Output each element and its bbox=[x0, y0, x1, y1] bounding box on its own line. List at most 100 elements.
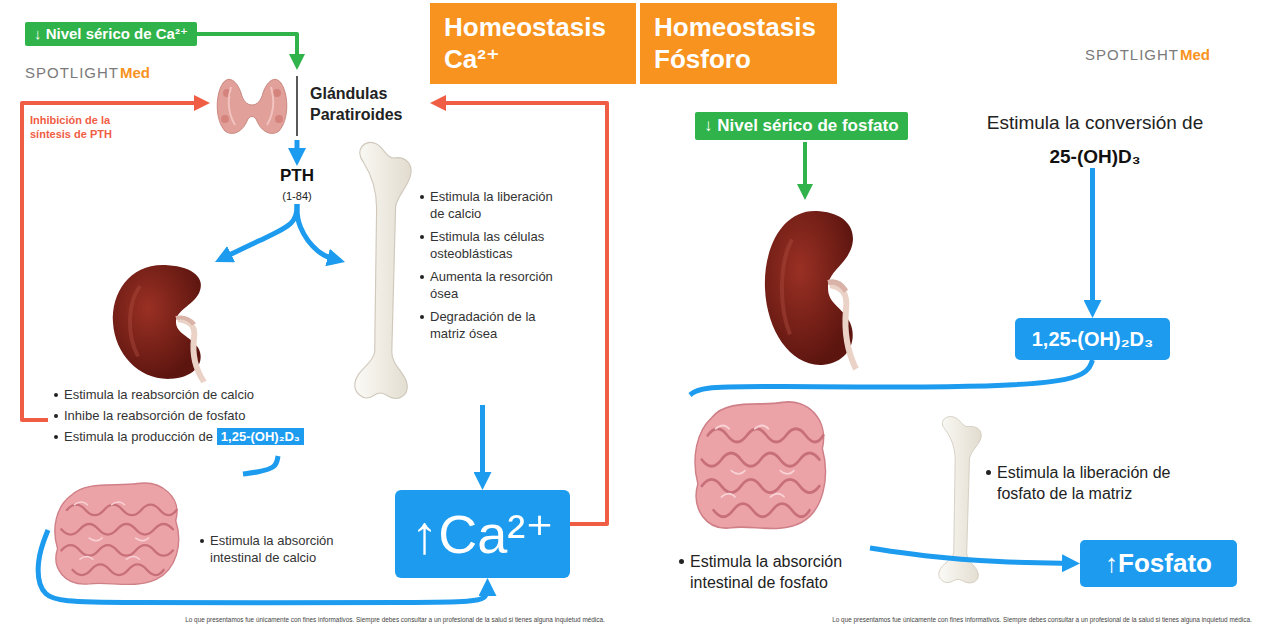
intestine-node: Estimula la absorción intestinal de calc… bbox=[48, 474, 360, 588]
bullet-dot bbox=[54, 393, 58, 397]
text-block: ↑Ca²⁺ bbox=[411, 503, 554, 566]
kidney-illustration bbox=[113, 265, 204, 382]
edge-label: Inhibición de la síntesis de PTH bbox=[30, 113, 142, 142]
node-text: Homeostasis Ca²⁺ bbox=[444, 12, 606, 74]
bullet-dot bbox=[986, 470, 991, 475]
bullet-item: Degradación de la matriz ósea bbox=[418, 308, 556, 342]
connector-arrow bbox=[243, 456, 278, 474]
bullet-dot bbox=[420, 235, 424, 239]
header-box: Homeostasis Ca²⁺ bbox=[430, 3, 636, 84]
text-line: Estimula la conversión de bbox=[965, 112, 1225, 134]
node-text: 1,25-(OH)₂D₃ bbox=[217, 428, 304, 445]
connector-arrow bbox=[297, 204, 339, 260]
node-text: Inhibe la reabsorción de fosfato bbox=[64, 408, 245, 423]
brand-logo: Med bbox=[120, 64, 150, 81]
bullet-item: Estimula la liberación de fosfato de la … bbox=[985, 462, 1180, 504]
text-block: ↓ Nivel sérico de fosfato bbox=[704, 116, 899, 136]
text-block: ↓ Nivel sérico de Ca²⁺ bbox=[34, 25, 188, 43]
intestine-illustration bbox=[695, 402, 825, 529]
trigger-box: ↓ Nivel sérico de Ca²⁺ bbox=[25, 22, 197, 46]
connector-arrow bbox=[22, 103, 204, 420]
text-block: ↑Fosfato bbox=[1105, 548, 1212, 579]
brand-logo: SPOTLIGHT bbox=[25, 64, 119, 81]
connector-arrow bbox=[870, 548, 1074, 563]
connector-arrow bbox=[197, 34, 297, 64]
text-block: Estimula la liberación de fosfato de la … bbox=[985, 462, 1180, 504]
text-line: ↓ Nivel sérico de fosfato bbox=[704, 116, 899, 136]
node-text: Estimula la conversión de bbox=[987, 112, 1204, 133]
text-block: Estimula la absorción intestinal de fosf… bbox=[678, 551, 868, 593]
kidney-node: Estimula la reabsorción de calcioInhibe … bbox=[48, 262, 338, 456]
text-line: Homeostasis Ca²⁺ bbox=[444, 12, 622, 75]
hormone-node: PTH (1-84) bbox=[272, 166, 322, 204]
connector-arrow bbox=[480, 405, 485, 484]
connector-arrow bbox=[220, 204, 297, 259]
text-line: Glándulas Paratiroides bbox=[310, 84, 428, 126]
node-text: Aumenta la resorción ósea bbox=[430, 269, 553, 301]
text-line: PTH bbox=[272, 166, 322, 186]
text-block: Estimula la liberación de calcioEstimula… bbox=[418, 188, 556, 342]
text-line: ↑Fosfato bbox=[1105, 548, 1212, 579]
text-block: Homeostasis Fósforo bbox=[654, 12, 823, 75]
brand-logo: SPOTLIGHT bbox=[1085, 46, 1179, 63]
text-block: Estimula la absorción intestinal de calc… bbox=[198, 532, 354, 566]
node-text: ↓ Nivel sérico de fosfato bbox=[704, 116, 899, 135]
node-text: ↑Ca²⁺ bbox=[411, 504, 554, 564]
node-text: Estimula la reabsorción de calcio bbox=[64, 387, 254, 402]
bullet-dot bbox=[420, 315, 424, 319]
node-text: ↓ Nivel sérico de Ca²⁺ bbox=[34, 25, 188, 42]
disclaimer-note: Lo que presentamos fue únicamente con fi… bbox=[822, 616, 1262, 623]
node-text: Estimula la producción de bbox=[64, 429, 213, 444]
bullet-dot bbox=[200, 539, 204, 543]
text-line: (1-84) bbox=[272, 186, 322, 204]
gland-node: Glándulas Paratiroides bbox=[210, 70, 430, 140]
text-line: ↑Ca²⁺ bbox=[411, 503, 554, 566]
bullet-item: Estimula la absorción intestinal de calc… bbox=[198, 532, 354, 566]
node-text: Estimula las células osteoblásticas bbox=[430, 229, 544, 261]
bullet-item: Estimula la liberación de calcio bbox=[418, 188, 556, 222]
bullet-item: Estimula las células osteoblásticas bbox=[418, 228, 556, 262]
vitamin-box: 1,25-(OH)₂D₃ bbox=[1015, 318, 1170, 360]
header-box: Homeostasis Fósforo bbox=[640, 3, 837, 84]
node-text: Estimula la liberación de calcio bbox=[430, 189, 553, 221]
text-line: ↓ Nivel sérico de Ca²⁺ bbox=[34, 25, 188, 43]
connector-arrow bbox=[295, 140, 300, 160]
node-text: Glándulas Paratiroides bbox=[310, 85, 402, 123]
node-text: Degradación de la matriz ósea bbox=[430, 309, 536, 341]
connector-arrow bbox=[690, 360, 1093, 395]
bone-node: Estimula la liberación de fosfato de la … bbox=[932, 412, 1180, 515]
text-block: Estimula la reabsorción de calcioInhibe … bbox=[52, 384, 336, 447]
connector-arrow bbox=[1090, 168, 1095, 312]
node-text: Estimula la liberación de fosfato de la … bbox=[997, 464, 1170, 502]
text-block: Glándulas Paratiroides bbox=[310, 70, 428, 140]
bone-node: Estimula la liberación de calcioEstimula… bbox=[345, 140, 560, 405]
node-text: (1-84) bbox=[282, 190, 311, 202]
text-block: PTH (1-84) bbox=[272, 166, 322, 204]
node-text: Estimula la absorción intestinal de calc… bbox=[210, 533, 334, 565]
result-box: ↑Fosfato bbox=[1080, 540, 1237, 587]
femur-illustration bbox=[355, 142, 411, 398]
bullet-item: Estimula la reabsorción de calcio bbox=[52, 384, 336, 405]
bullet-dot bbox=[54, 414, 58, 418]
intestine-illustration bbox=[55, 483, 179, 584]
bullet-dot bbox=[54, 435, 58, 439]
text-line: Homeostasis Fósforo bbox=[654, 12, 823, 75]
bullet-item: Estimula la absorción intestinal de fosf… bbox=[678, 551, 868, 593]
node-text: PTH bbox=[280, 166, 314, 185]
kidney-illustration bbox=[765, 211, 856, 369]
process-note: Estimula la conversión de25-(OH)D₃ bbox=[965, 112, 1225, 168]
bullet-dot bbox=[420, 195, 424, 199]
brand-logo: Med bbox=[1180, 46, 1210, 63]
bullet-item: Inhibe la reabsorción de fosfato bbox=[52, 405, 336, 426]
node-text: Estimula la absorción intestinal de fosf… bbox=[690, 553, 842, 591]
node-text: Homeostasis Fósforo bbox=[654, 12, 816, 74]
bullet-dot bbox=[679, 559, 684, 564]
text-block: Estimula la conversión de25-(OH)D₃ bbox=[965, 112, 1225, 168]
text-block: 1,25-(OH)₂D₃ bbox=[1032, 328, 1153, 351]
divider-line bbox=[296, 76, 298, 136]
disclaimer-note: Lo que presentamos fue únicamente con fi… bbox=[175, 616, 615, 623]
text-line: 1,25-(OH)₂D₃ bbox=[1032, 328, 1153, 351]
